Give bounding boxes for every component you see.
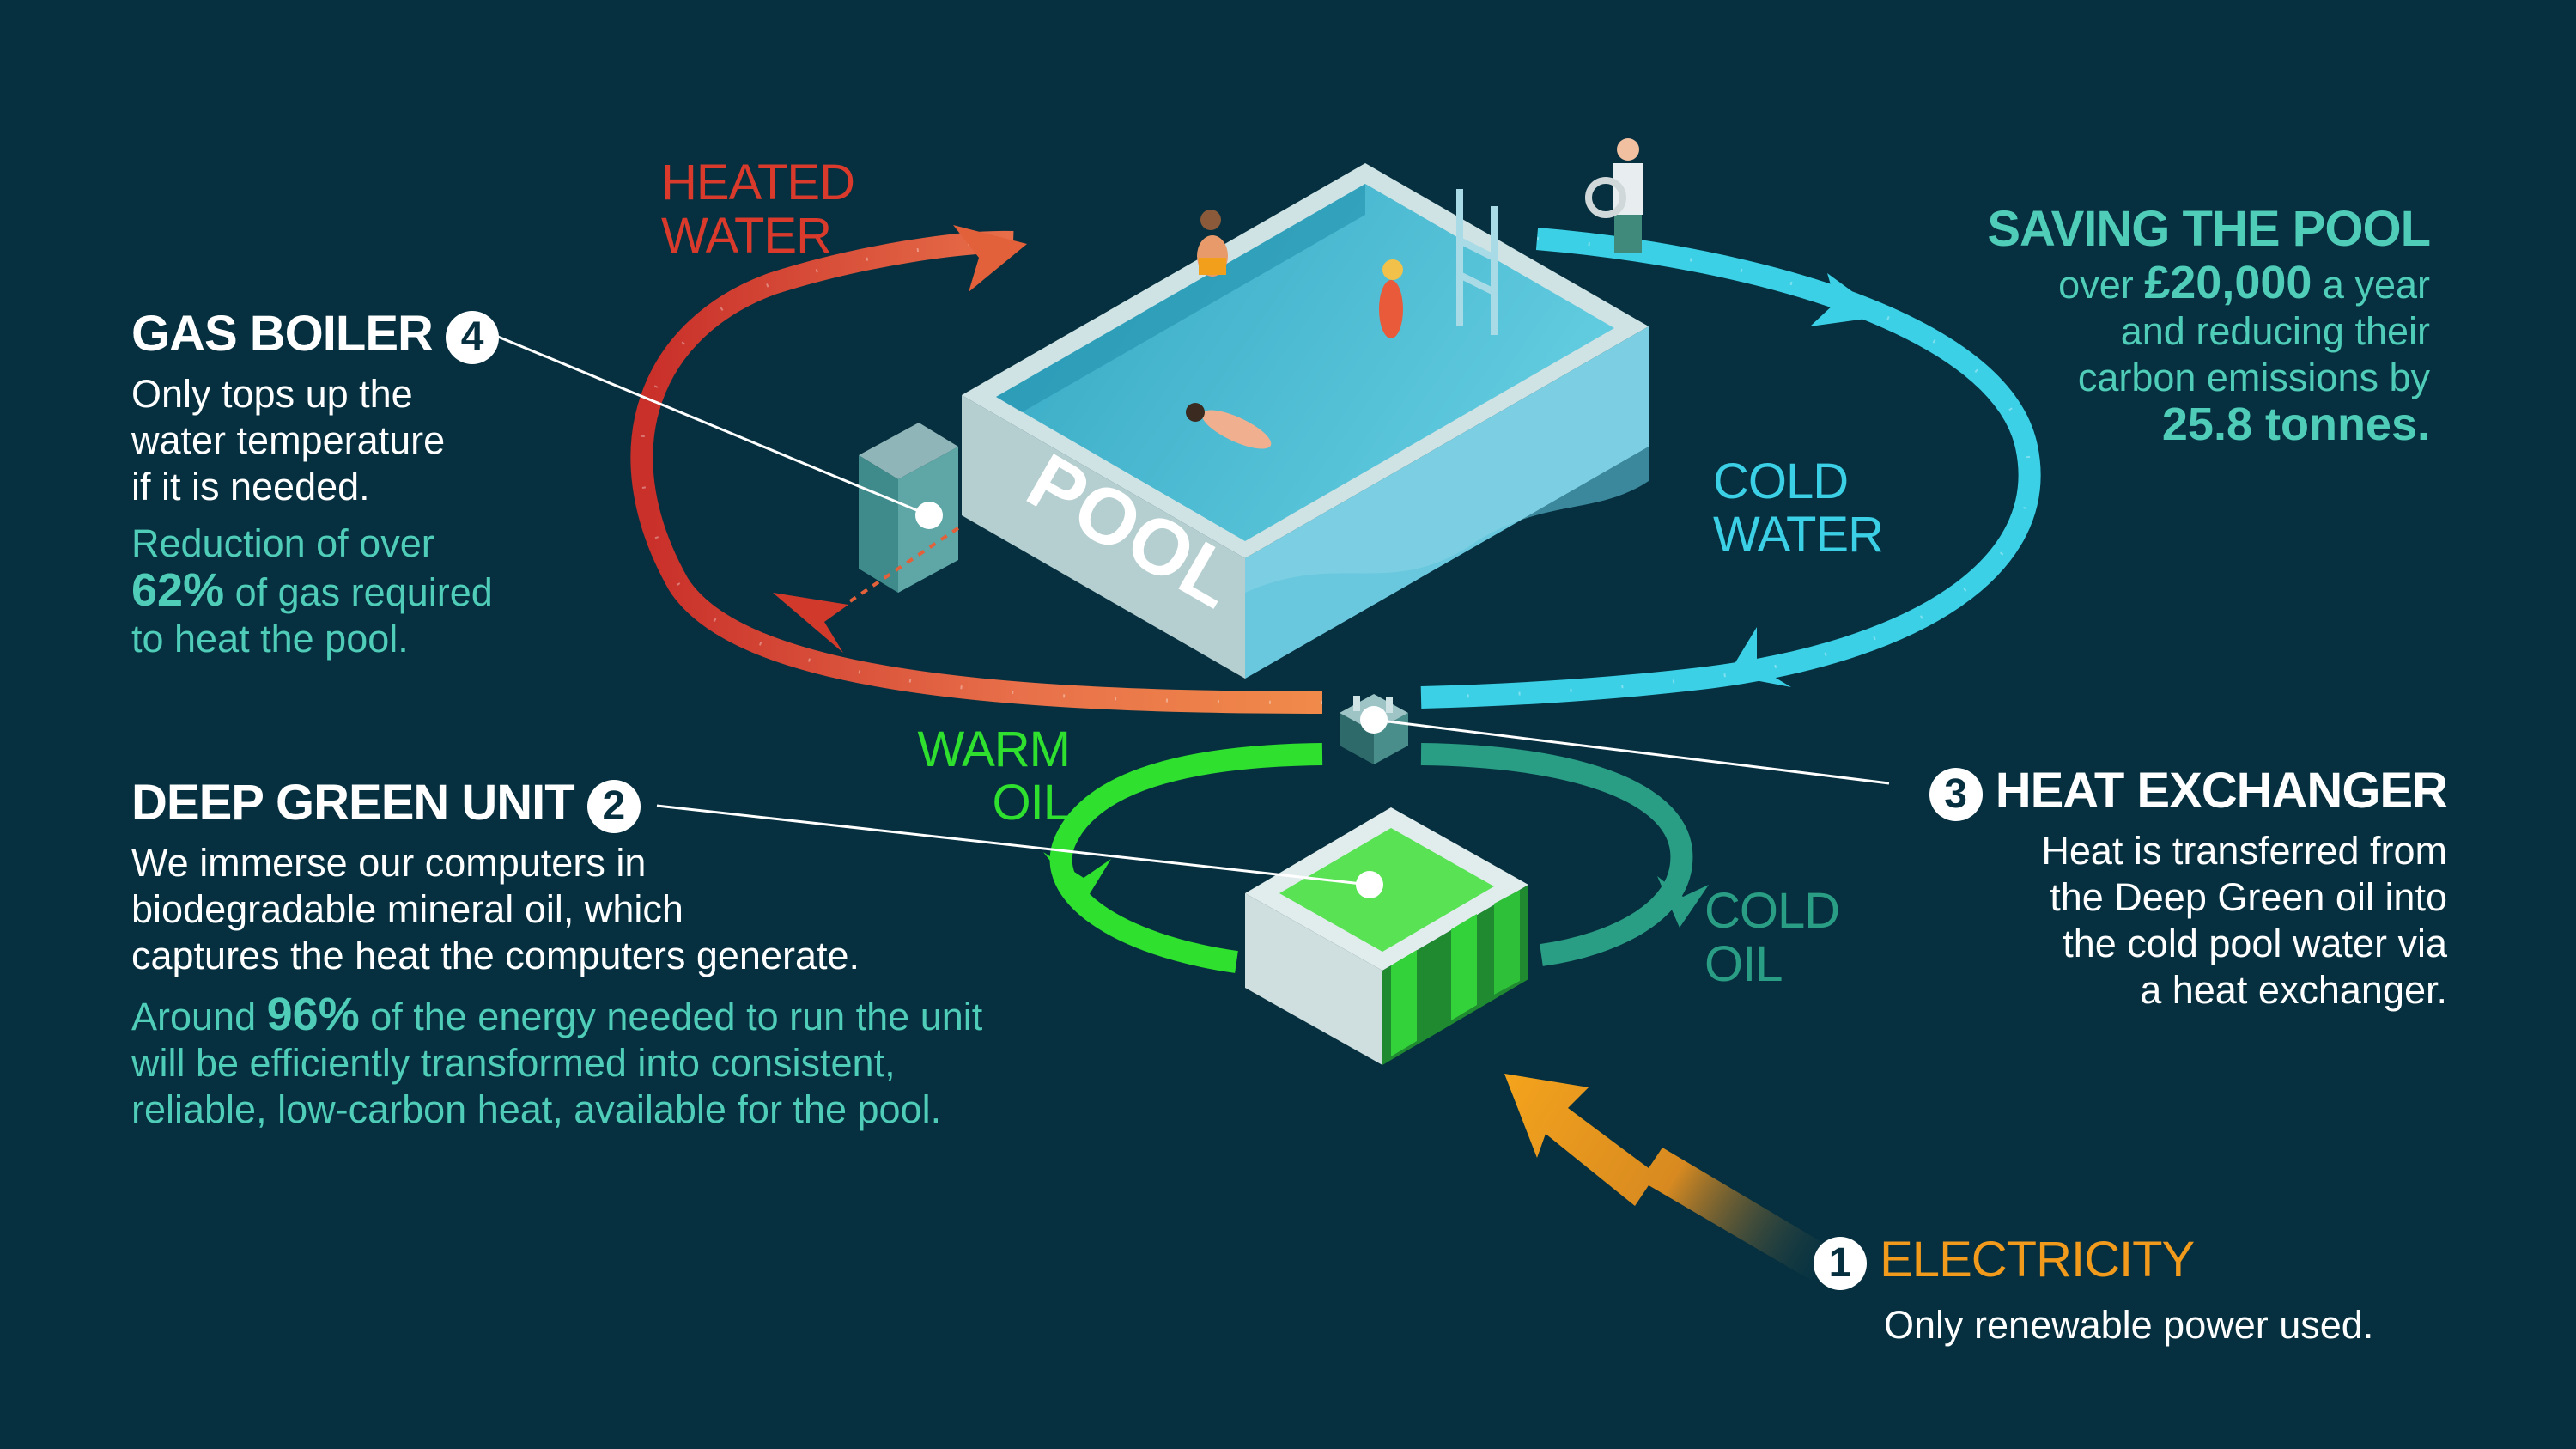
cold-water-label: COLD WATER bbox=[1713, 454, 1884, 563]
heated-water-arrowhead-left bbox=[773, 593, 848, 653]
deep-green-line3: captures the heat the computers generate… bbox=[131, 933, 860, 977]
gas-boiler-line1: Only tops up the bbox=[131, 371, 413, 416]
heat-exchanger-line4: a heat exchanger. bbox=[2140, 967, 2447, 1012]
pool-basin bbox=[962, 163, 1649, 679]
cold-water-arrowhead-top bbox=[1810, 273, 1886, 326]
cold-oil-label: COLD OIL bbox=[1704, 883, 1840, 992]
gas-reduction-line: 62% of gas required bbox=[131, 567, 578, 616]
step-badge-3: 3 bbox=[1929, 767, 1983, 821]
heat-exchanger-line1: Heat is transferred from bbox=[2041, 828, 2447, 873]
callout-leader-lines bbox=[497, 335, 1890, 886]
saving-line2: and reducing their bbox=[2120, 309, 2430, 353]
deep-green-title: DEEP GREEN UNIT bbox=[131, 775, 575, 831]
heat-exchanger-title: HEAT EXCHANGER bbox=[1995, 763, 2448, 819]
heated-water-arrowhead-top bbox=[953, 225, 1027, 292]
gas-reduction-pre: Reduction of over bbox=[131, 521, 434, 565]
deep-green-block: DEEP GREEN UNIT 2 We immerse our compute… bbox=[131, 778, 1119, 1133]
gas-boiler-heading: GAS BOILER 4 bbox=[131, 309, 578, 364]
heat-exchanger-line3: the cold pool water via bbox=[2063, 921, 2447, 965]
deep-green-line2: biodegradable mineral oil, which bbox=[131, 886, 683, 931]
gas-reduction-pct: 62% bbox=[131, 563, 225, 616]
saving-block: SAVING THE POOL over £20,000 a year and … bbox=[1838, 201, 2431, 450]
step-badge-2: 2 bbox=[586, 779, 641, 833]
heated-water-arc bbox=[630, 230, 1323, 714]
gas-boiler-line3: if it is needed. bbox=[131, 464, 370, 508]
deep-green-line1: We immerse our computers in bbox=[131, 840, 647, 885]
electricity-heading: 1 ELECTRICITY bbox=[1814, 1235, 2466, 1290]
cold-water-arc bbox=[1420, 228, 2041, 709]
callout-dots bbox=[915, 502, 1388, 898]
warm-oil-arc bbox=[1043, 743, 1323, 973]
deep-green-energy-pct: 96% bbox=[266, 988, 360, 1040]
gas-boiler-unit bbox=[848, 423, 963, 603]
warm-oil-label: WARM OIL bbox=[917, 721, 1071, 831]
swimmer-figures bbox=[1186, 138, 1643, 449]
electricity-bolt bbox=[1504, 1074, 1827, 1280]
gas-reduction-post: to heat the pool. bbox=[131, 616, 409, 661]
heat-exchanger-block: 3 HEAT EXCHANGER Heat is transferred fro… bbox=[1880, 763, 2448, 1014]
saving-line1: over £20,000 a year bbox=[1838, 259, 2430, 308]
deep-green-unit bbox=[1245, 807, 1528, 1065]
saving-line1-post: a year bbox=[2312, 263, 2430, 307]
heated-water-label: HEATED WATER bbox=[661, 155, 855, 264]
electricity-block: 1 ELECTRICITY Only renewable power used. bbox=[1814, 1235, 2466, 1349]
heat-exchanger-heading: 3 HEAT EXCHANGER bbox=[1880, 763, 2448, 821]
step-badge-4: 4 bbox=[446, 310, 500, 364]
saving-line1-pre: over bbox=[2058, 263, 2145, 307]
deep-green-energy-line1: Around 96% of the energy needed to run t… bbox=[131, 991, 1119, 1040]
deep-green-energy-line2: will be efficiently transformed into con… bbox=[131, 1040, 896, 1085]
saving-amount: £20,000 bbox=[2144, 257, 2312, 308]
deep-green-energy-line3: reliable, low-carbon heat, available for… bbox=[131, 1087, 942, 1131]
deep-green-heading: DEEP GREEN UNIT 2 bbox=[131, 778, 1119, 833]
gas-boiler-block: GAS BOILER 4 Only tops up the water temp… bbox=[131, 309, 578, 662]
gas-reduction-mid: of gas required bbox=[224, 569, 493, 614]
heat-exchanger-line2: the Deep Green oil into bbox=[2050, 874, 2447, 919]
cold-oil-arc bbox=[1420, 743, 1709, 966]
deep-green-energy-post: of the energy needed to run the unit bbox=[359, 994, 983, 1038]
step-badge-1: 1 bbox=[1814, 1236, 1867, 1290]
gas-boiler-title: GAS BOILER bbox=[131, 306, 434, 362]
gas-boiler-line2: water temperature bbox=[131, 417, 446, 462]
cold-water-arrowhead-bottom bbox=[1728, 627, 1791, 687]
electricity-line: Only renewable power used. bbox=[1884, 1302, 2374, 1347]
saving-title: SAVING THE POOL bbox=[1987, 201, 2431, 257]
deep-green-energy-pre: Around bbox=[131, 994, 267, 1038]
electricity-title: ELECTRICITY bbox=[1880, 1232, 2195, 1288]
saving-line3: carbon emissions by bbox=[2077, 356, 2430, 399]
saving-tonnes: 25.8 tonnes. bbox=[2161, 399, 2430, 450]
